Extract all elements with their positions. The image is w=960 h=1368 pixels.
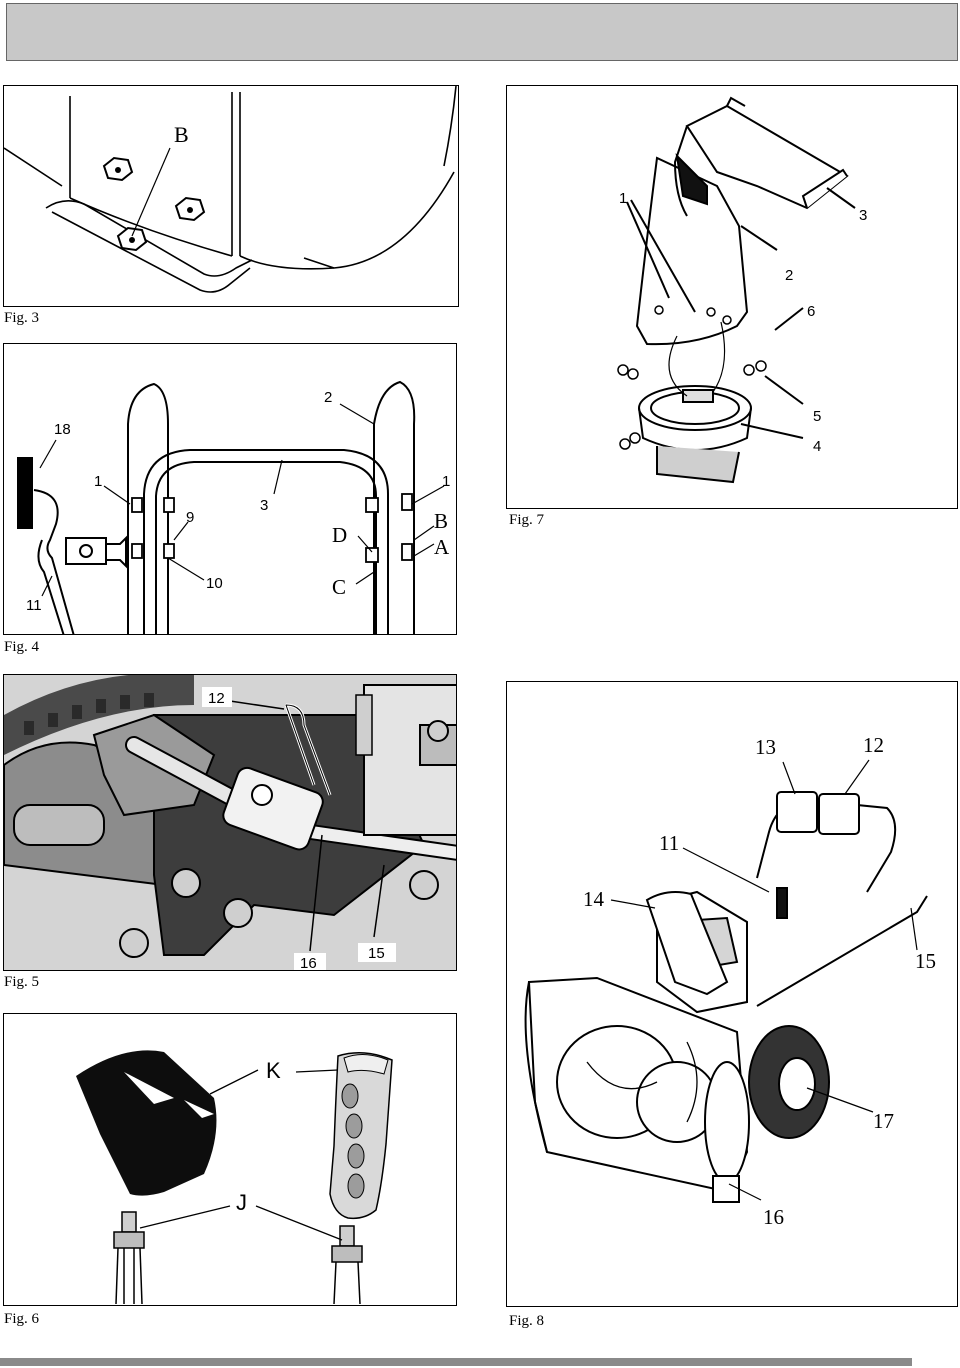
figure-8-illustration: 13 12 11 14 15 17 16	[524, 733, 936, 1229]
label-5: 5	[813, 408, 821, 425]
figure-8-panel: 13 12 11 14 15 17 16	[506, 681, 958, 1307]
label-11: 11	[26, 597, 42, 614]
figure-7-illustration: 1 3 2 6 5 4	[617, 96, 867, 484]
label-2: 2	[785, 267, 793, 284]
label-a: A	[434, 535, 450, 559]
label-c: C	[332, 575, 346, 599]
label-15: 15	[368, 945, 385, 962]
label-b: B	[434, 509, 448, 533]
label-17: 17	[873, 1109, 894, 1133]
label-11: 11	[659, 831, 679, 855]
label-14: 14	[583, 887, 605, 911]
figure-4-illustration: 18 2 1 1 9 3 10 11 D B A C	[17, 380, 450, 634]
figure-5-panel: 12 16 15	[3, 674, 457, 971]
label-10: 10	[206, 575, 223, 592]
header-bar	[6, 3, 958, 61]
caption-fig-3: Fig. 3	[4, 310, 40, 326]
caption-fig-8: Fig. 8	[509, 1313, 545, 1329]
label-b: B	[174, 122, 189, 147]
caption-fig-4: Fig. 4	[4, 639, 40, 655]
label-16: 16	[300, 955, 317, 971]
label-1-right: 1	[442, 473, 450, 490]
label-3: 3	[859, 207, 867, 224]
figure-5-photo: 12 16 15	[4, 675, 456, 971]
label-6: 6	[807, 303, 815, 320]
figure-3-panel: B	[3, 85, 459, 307]
figure-6-illustration: K J	[76, 1050, 393, 1305]
label-12: 12	[208, 690, 225, 707]
label-15: 15	[915, 949, 936, 973]
figure-6-panel: K J	[3, 1013, 457, 1306]
figure-3-illustration: B	[4, 86, 457, 293]
figure-7-panel: 1 3 2 6 5 4	[506, 85, 958, 509]
label-1: 1	[619, 190, 627, 207]
label-d: D	[332, 523, 347, 547]
caption-fig-6: Fig. 6	[4, 1311, 40, 1327]
label-3: 3	[260, 497, 268, 514]
footer-bar	[0, 1358, 912, 1366]
label-4: 4	[813, 438, 821, 455]
label-9: 9	[186, 509, 194, 526]
figure-4-panel: 18 2 1 1 9 3 10 11 D B A C	[3, 343, 457, 635]
label-1-left: 1	[94, 473, 102, 490]
caption-fig-7: Fig. 7	[509, 512, 545, 528]
label-12: 12	[863, 733, 884, 757]
label-j: J	[236, 1190, 247, 1215]
caption-fig-5: Fig. 5	[4, 974, 40, 990]
label-k: K	[266, 1058, 281, 1083]
label-13: 13	[755, 735, 776, 759]
label-16: 16	[763, 1205, 784, 1229]
label-18: 18	[54, 421, 71, 438]
label-2: 2	[324, 389, 332, 406]
